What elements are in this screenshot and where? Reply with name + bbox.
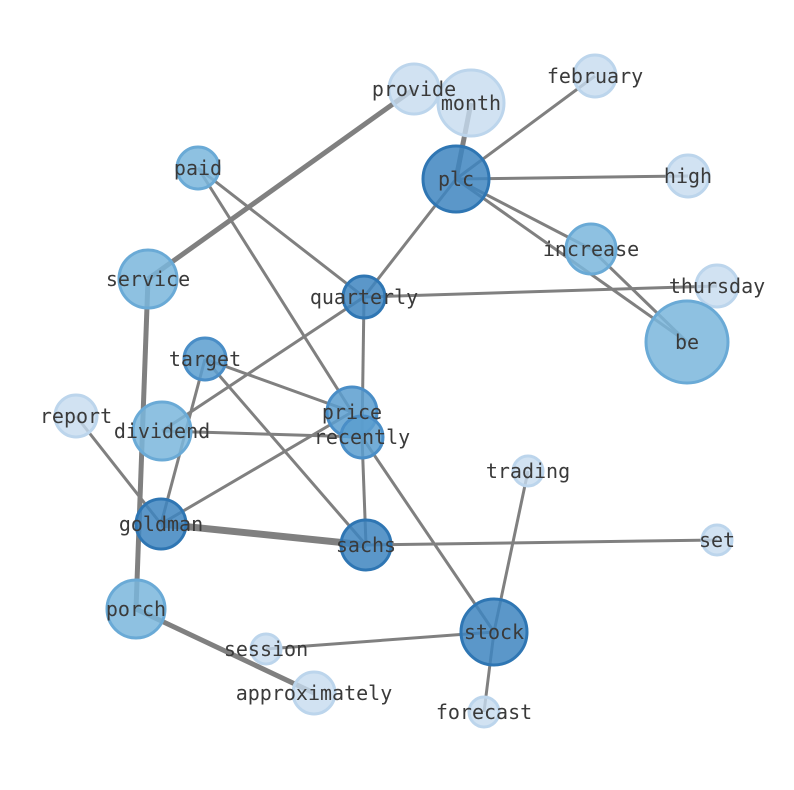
node-quarterly[interactable] bbox=[341, 274, 387, 320]
node-plc[interactable] bbox=[421, 144, 491, 214]
node-stock[interactable] bbox=[459, 597, 529, 667]
node-label-dividend: dividend bbox=[114, 419, 210, 443]
edge-sachs-set bbox=[365, 538, 718, 547]
node-label-plc: plc bbox=[438, 167, 474, 191]
node-layer bbox=[53, 53, 740, 729]
node-sachs[interactable] bbox=[339, 518, 393, 572]
node-increase[interactable] bbox=[564, 222, 618, 276]
node-label-recently: recently bbox=[314, 425, 410, 449]
node-label-quarterly: quarterly bbox=[310, 285, 418, 309]
node-label-price: price bbox=[322, 400, 382, 424]
node-forecast[interactable] bbox=[467, 695, 501, 729]
edge-paid-quarterly bbox=[197, 166, 365, 299]
node-label-target: target bbox=[169, 347, 241, 371]
node-approximately[interactable] bbox=[291, 670, 337, 716]
node-dividend[interactable] bbox=[131, 400, 193, 462]
node-label-set: set bbox=[699, 528, 735, 552]
edge-layer bbox=[74, 74, 718, 713]
node-recently[interactable] bbox=[339, 414, 385, 460]
node-label-provide: provide bbox=[372, 77, 456, 101]
node-label-report: report bbox=[40, 404, 112, 428]
edge-price-goldman bbox=[160, 410, 353, 526]
edge-quarterly-thursday bbox=[363, 284, 718, 299]
node-label-porch: porch bbox=[106, 597, 166, 621]
node-set[interactable] bbox=[700, 523, 734, 557]
node-label-sachs: sachs bbox=[336, 533, 396, 557]
node-label-paid: paid bbox=[174, 156, 222, 180]
node-label-month: month bbox=[441, 91, 501, 115]
node-label-february: february bbox=[547, 64, 643, 88]
node-label-session: session bbox=[224, 637, 308, 661]
edge-session-stock bbox=[265, 630, 495, 651]
edge-paid-price bbox=[196, 167, 354, 413]
edge-goldman-sachs bbox=[160, 520, 367, 549]
node-label-trading: trading bbox=[486, 459, 570, 483]
node-february[interactable] bbox=[572, 53, 618, 99]
node-label-be: be bbox=[675, 330, 699, 354]
node-label-forecast: forecast bbox=[436, 700, 532, 724]
node-label-stock: stock bbox=[464, 620, 524, 644]
node-porch[interactable] bbox=[105, 578, 167, 640]
node-report[interactable] bbox=[53, 393, 99, 439]
edge-provide-service bbox=[146, 86, 416, 282]
node-high[interactable] bbox=[665, 153, 711, 199]
node-trading[interactable] bbox=[511, 454, 545, 488]
node-label-service: service bbox=[106, 267, 190, 291]
node-label-goldman: goldman bbox=[119, 512, 203, 536]
edge-quarterly-dividend bbox=[161, 295, 365, 433]
edge-plc-high bbox=[455, 174, 689, 181]
node-month[interactable] bbox=[436, 68, 506, 138]
node-label-high: high bbox=[664, 164, 712, 188]
node-label-increase: increase bbox=[543, 237, 639, 261]
edge-dividend-recently bbox=[161, 429, 363, 439]
node-provide[interactable] bbox=[387, 62, 441, 116]
node-thursday[interactable] bbox=[694, 263, 740, 309]
node-target[interactable] bbox=[182, 336, 228, 382]
node-service[interactable] bbox=[117, 248, 179, 310]
node-be[interactable] bbox=[644, 299, 730, 385]
edge-recently-stock bbox=[360, 436, 496, 633]
node-goldman[interactable] bbox=[134, 497, 188, 551]
edge-porch-approximately bbox=[134, 606, 316, 696]
node-paid[interactable] bbox=[175, 145, 221, 191]
node-label-approximately: approximately bbox=[236, 681, 393, 705]
node-session[interactable] bbox=[249, 632, 283, 666]
node-label-thursday: thursday bbox=[669, 274, 765, 298]
